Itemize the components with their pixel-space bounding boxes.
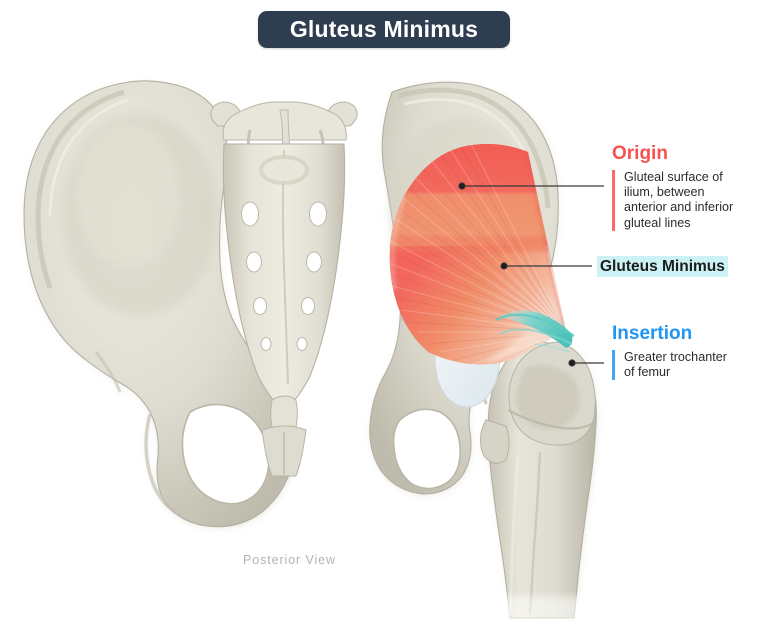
- page-title-text: Gluteus Minimus: [289, 16, 479, 42]
- annotation-insertion: Insertion Greater trochanter of femur: [612, 323, 766, 381]
- origin-description-line-1: Gluteal surface of: [624, 170, 723, 184]
- origin-description-line-4: gluteal lines: [624, 215, 691, 230]
- insertion-heading: Insertion: [612, 323, 693, 344]
- page-title: Gluteus Minimus: [258, 11, 510, 48]
- insertion-description: Greater trochanter of femur: [612, 350, 766, 381]
- origin-description-line-3: anterior and inferior: [624, 200, 734, 215]
- origin-description-line-2: ilium, between: [624, 185, 705, 200]
- femur: [480, 336, 597, 629]
- origin-description: Gluteal surface of ilium, between anteri…: [612, 170, 766, 231]
- gluteus-minimus-tendon: [495, 310, 575, 353]
- muscle-label: Gluteus Minimus: [597, 256, 728, 278]
- insertion-description-line-1: Greater trochanter: [624, 350, 727, 364]
- insertion-description-line-2: of femur: [624, 365, 671, 380]
- pubic-symphysis: [261, 425, 307, 477]
- sacrum: [210, 101, 358, 450]
- gluteus-minimus-muscle: [389, 144, 566, 365]
- leader-lines: [458, 182, 604, 367]
- view-caption: Posterior View: [243, 553, 336, 567]
- annotation-origin: Origin Gluteal surface of ilium, between…: [612, 144, 766, 231]
- origin-heading: Origin: [612, 143, 668, 164]
- left-ilium: [23, 80, 296, 528]
